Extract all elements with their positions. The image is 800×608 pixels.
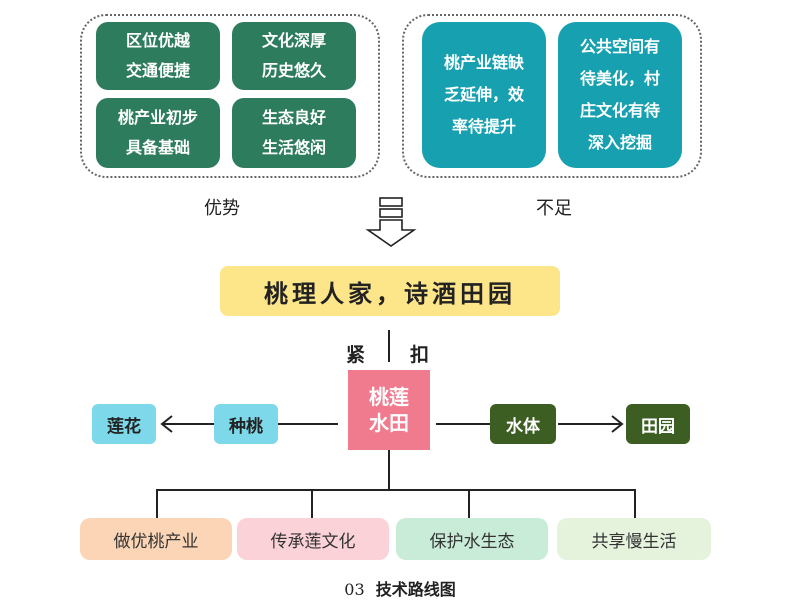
left-connector-line (278, 423, 338, 425)
tree-branch-3 (468, 489, 470, 519)
connector-divider (388, 330, 390, 362)
outcome-peach-industry: 做优桃产业 (80, 518, 232, 560)
water-body-box: 水体 (490, 404, 556, 444)
weaknesses-panel (402, 14, 702, 178)
outcome-slow-life: 共享慢生活 (557, 518, 711, 560)
weakness-public-space: 公共空间有待美化，村庄文化有待深入挖掘 (558, 22, 682, 168)
tree-bar (156, 489, 636, 491)
theme-banner: 桃理人家，诗酒田园 (220, 266, 560, 316)
tree-branch-4 (634, 489, 636, 519)
outcome-water-ecology: 保护水生态 (396, 518, 548, 560)
strengths-panel (80, 14, 380, 178)
tree-stem (388, 450, 390, 490)
figure-caption: 03 技术路线图 (0, 576, 800, 600)
outcome-lotus-culture: 传承莲文化 (237, 518, 389, 560)
weakness-industry-chain: 桃产业链缺乏延伸，效率待提升 (422, 22, 546, 168)
weaknesses-label: 不足 (536, 198, 572, 219)
plant-peach-box: 种桃 (214, 404, 278, 444)
connector-right-text: 扣 (410, 344, 430, 366)
tree-branch-1 (156, 489, 158, 519)
right-arrow-icon (558, 415, 624, 433)
strength-location: 区位优越交通便捷 (96, 22, 220, 90)
pastoral-box: 田园 (626, 404, 690, 444)
strength-ecology: 生态良好生活悠闲 (232, 98, 356, 168)
caption-title: 技术路线图 (375, 580, 456, 599)
strength-peach-industry: 桃产业初步具备基础 (96, 98, 220, 168)
right-connector-line (436, 423, 490, 425)
tree-branch-2 (311, 489, 313, 519)
caption-number: 03 (344, 580, 365, 599)
core-box: 桃莲水田 (348, 370, 430, 450)
strengths-label: 优势 (204, 198, 240, 219)
lotus-box: 莲花 (92, 404, 156, 444)
left-arrow-icon (160, 415, 216, 433)
down-arrow-icon (365, 197, 417, 247)
connector-left-text: 紧 (346, 344, 366, 366)
strength-culture: 文化深厚历史悠久 (232, 22, 356, 90)
